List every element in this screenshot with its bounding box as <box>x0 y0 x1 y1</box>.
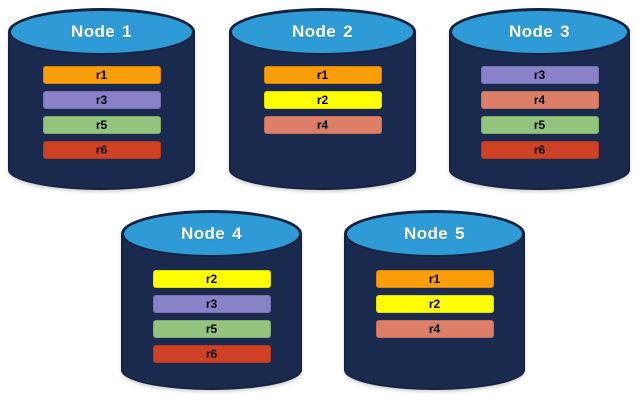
record-bar-r2[interactable]: r2 <box>263 91 382 109</box>
node-4-title-word: Node <box>181 224 226 243</box>
node-5-title-number: 5 <box>455 224 465 243</box>
node-2-record-list: r1 r2 r4 <box>229 66 416 134</box>
record-bar-r6[interactable]: r6 <box>42 141 161 159</box>
node-5-title: Node 5 <box>404 224 465 244</box>
node-5-title-word: Node <box>404 224 449 243</box>
record-label-r6: r6 <box>533 143 546 157</box>
node-3-title-number: 3 <box>560 22 570 41</box>
node-1-title-number: 1 <box>122 22 132 41</box>
node-3-title-word: Node <box>509 22 554 41</box>
node-1-title-word: Node <box>71 22 116 41</box>
node-4[interactable]: Node 4 r2 r3 r5 r6 <box>121 210 302 390</box>
record-bar-r5[interactable]: r5 <box>480 116 599 134</box>
record-bar-r4[interactable]: r4 <box>263 116 382 134</box>
node-3-title: Node 3 <box>509 22 570 42</box>
record-bar-r6[interactable]: r6 <box>480 141 599 159</box>
node-5-cylinder-top: Node 5 <box>345 211 524 257</box>
node-4-title: Node 4 <box>181 224 242 244</box>
node-4-record-list: r2 r3 r5 r6 <box>121 270 302 363</box>
record-bar-r4[interactable]: r4 <box>375 320 494 338</box>
record-bar-r3[interactable]: r3 <box>480 66 599 84</box>
node-2-title-word: Node <box>292 22 337 41</box>
record-bar-r1[interactable]: r1 <box>42 66 161 84</box>
record-bar-r2[interactable]: r2 <box>152 270 271 288</box>
record-label-r5: r5 <box>533 118 546 132</box>
record-label-r4: r4 <box>533 93 546 107</box>
node-3-record-list: r3 r4 r5 r6 <box>449 66 630 159</box>
record-label-r2: r2 <box>428 297 441 311</box>
record-label-r1: r1 <box>95 68 108 82</box>
record-label-r5: r5 <box>205 322 218 336</box>
node-5-record-list: r1 r2 r4 <box>344 270 525 338</box>
record-label-r3: r3 <box>205 297 218 311</box>
record-label-r6: r6 <box>205 347 218 361</box>
node-1-title: Node 1 <box>71 22 132 42</box>
record-label-r4: r4 <box>428 322 441 336</box>
record-bar-r5[interactable]: r5 <box>42 116 161 134</box>
node-1-cylinder-top: Node 1 <box>9 9 194 55</box>
node-2-title: Node 2 <box>292 22 353 42</box>
record-label-r2: r2 <box>205 272 218 286</box>
node-4-cylinder-top: Node 4 <box>122 211 301 257</box>
record-label-r1: r1 <box>428 272 441 286</box>
record-label-r4: r4 <box>316 118 329 132</box>
record-bar-r6[interactable]: r6 <box>152 345 271 363</box>
record-bar-r5[interactable]: r5 <box>152 320 271 338</box>
record-bar-r1[interactable]: r1 <box>375 270 494 288</box>
node-5[interactable]: Node 5 r1 r2 r4 <box>344 210 525 390</box>
record-label-r5: r5 <box>95 118 108 132</box>
record-label-r3: r3 <box>533 68 546 82</box>
record-label-r2: r2 <box>316 93 329 107</box>
record-bar-r2[interactable]: r2 <box>375 295 494 313</box>
node-2[interactable]: Node 2 r1 r2 r4 <box>229 8 416 190</box>
node-2-title-number: 2 <box>343 22 353 41</box>
node-3-cylinder-top: Node 3 <box>450 9 629 55</box>
node-4-title-number: 4 <box>232 224 242 243</box>
record-bar-r3[interactable]: r3 <box>152 295 271 313</box>
node-2-cylinder-top: Node 2 <box>230 9 415 55</box>
record-bar-r1[interactable]: r1 <box>263 66 382 84</box>
record-bar-r3[interactable]: r3 <box>42 91 161 109</box>
node-1-record-list: r1 r3 r5 r6 <box>8 66 195 159</box>
node-1[interactable]: Node 1 r1 r3 r5 r6 <box>8 8 195 190</box>
record-bar-r4[interactable]: r4 <box>480 91 599 109</box>
record-label-r6: r6 <box>95 143 108 157</box>
record-label-r1: r1 <box>316 68 329 82</box>
node-3[interactable]: Node 3 r3 r4 r5 r6 <box>449 8 630 190</box>
record-label-r3: r3 <box>95 93 108 107</box>
